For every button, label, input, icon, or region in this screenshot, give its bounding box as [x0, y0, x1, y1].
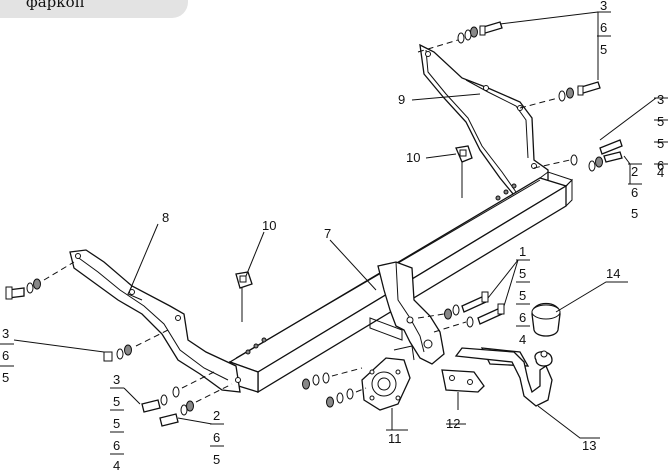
callout-stack-left-bottom: 3 5 5 6 4 — [110, 372, 141, 473]
callout-c2-0: 3 — [657, 92, 664, 107]
callout-c7-0: 2 — [213, 408, 220, 423]
callout-c4-2: 5 — [519, 288, 526, 303]
part-label-8: 8 — [162, 210, 169, 225]
tow-ball-cap — [531, 302, 561, 337]
callout-c1-0: 3 — [600, 0, 607, 13]
bolts-top-right — [417, 21, 623, 172]
callout-part-10-left: 10 — [245, 218, 276, 277]
callout-c2-1: 5 — [657, 114, 664, 129]
part-label-11: 11 — [388, 431, 402, 446]
callout-c3-1: 6 — [631, 185, 638, 200]
spacer-bracket-right — [455, 145, 473, 198]
callout-stack-left: 3 6 5 — [0, 326, 105, 385]
part-label-10b: 10 — [262, 218, 276, 233]
callout-part-10-right: 10 — [406, 150, 457, 165]
part-label-13: 13 — [582, 438, 596, 453]
socket-plate — [361, 345, 415, 411]
callout-c7-1: 6 — [213, 430, 220, 445]
callout-part-9: 9 — [398, 92, 481, 107]
header-tab-label: фаркоп — [26, 0, 85, 11]
callout-stack-center: 1 5 5 6 4 — [487, 244, 530, 347]
callout-c4-4: 4 — [519, 332, 526, 347]
center-tow-plate — [369, 261, 445, 365]
bolts-center — [302, 291, 505, 408]
callout-part-7: 7 — [324, 226, 377, 291]
callout-part-12: 12 — [446, 392, 466, 431]
callout-c3-0: 2 — [631, 164, 638, 179]
callout-c5-2: 5 — [2, 370, 9, 385]
right-bracket — [419, 43, 549, 201]
callout-c5-0: 3 — [2, 326, 9, 341]
callout-stack-top-right: 3 6 5 — [499, 0, 611, 80]
left-bracket — [69, 249, 241, 393]
callout-c6-3: 6 — [113, 438, 120, 453]
callout-part-13: 13 — [537, 405, 600, 453]
spacer-bracket-left — [235, 271, 253, 322]
bolts-left — [5, 261, 233, 427]
callout-c2-4: 4 — [657, 165, 664, 180]
tow-ball-arm — [454, 347, 553, 407]
part-label-12: 12 — [446, 416, 460, 431]
callout-c7-2: 5 — [213, 452, 220, 467]
callout-c1-2: 5 — [600, 42, 607, 57]
part-label-7: 7 — [324, 226, 331, 241]
callout-c2-3: 6 — [657, 158, 664, 173]
part-label-9: 9 — [398, 92, 405, 107]
callout-c4-1: 5 — [519, 266, 526, 281]
callout-c6-0: 3 — [113, 372, 120, 387]
part-label-14: 14 — [606, 266, 620, 281]
part-label-10a: 10 — [406, 150, 420, 165]
callout-part-11: 11 — [386, 408, 408, 446]
callout-c6-1: 5 — [113, 394, 120, 409]
callout-c1-1: 6 — [600, 20, 607, 35]
callout-part-8: 8 — [129, 210, 169, 291]
callout-c4-0: 1 — [519, 244, 526, 259]
callout-stack-right: 3 5 5 6 4 — [599, 92, 668, 180]
header-tab: фаркоп — [0, 0, 188, 18]
callout-c3-2: 5 — [631, 206, 638, 221]
callout-c6-4: 4 — [113, 458, 120, 473]
callout-stack-right-lower: 2 6 5 — [623, 155, 642, 221]
callout-c6-2: 5 — [113, 416, 120, 431]
callout-c2-2: 5 — [657, 136, 664, 151]
callout-c5-1: 6 — [2, 348, 9, 363]
callout-c4-3: 6 — [519, 310, 526, 325]
callout-part-14: 14 — [555, 266, 628, 313]
callout-stack-bottom: 2 6 5 — [177, 408, 224, 467]
